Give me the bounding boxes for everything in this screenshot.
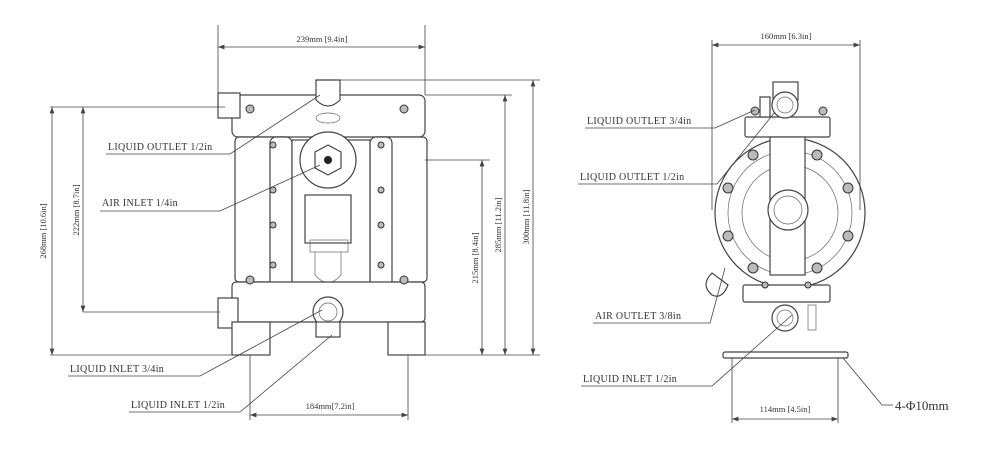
callout-liquid-outlet-3-4: LIQUID OUTLET 3/4in — [587, 116, 691, 127]
front-view: 239mm [9.4in] 268mm [10.6in] 222mm [8.7i… — [38, 25, 540, 420]
dim-width-160: 160mm [6.3in] — [761, 31, 812, 41]
dim-height-268: 268mm [10.6in] — [38, 203, 48, 258]
dim-height-222: 222mm [8.7in] — [71, 184, 81, 235]
side-pump-body — [705, 81, 866, 359]
callout-liquid-inlet-3-4: LIQUID INLET 3/4in — [70, 364, 164, 375]
dim-base-184: 184mm[7.2in] — [306, 401, 355, 411]
callout-liquid-outlet-1-2-side: LIQUID OUTLET 1/2in — [580, 172, 684, 183]
side-dimensions: 160mm [6.3in] 114mm [4.5in] 4-Φ10mm — [711, 31, 949, 423]
side-callouts: LIQUID OUTLET 3/4in LIQUID OUTLET 1/2in … — [578, 109, 793, 387]
front-callouts: LIQUID OUTLET 1/2in AIR INLET 1/4in LIQU… — [68, 94, 333, 413]
dim-width-239: 239mm [9.4in] — [297, 34, 348, 44]
dim-mount-holes: 4-Φ10mm — [895, 398, 949, 413]
dim-height-300: 300mm [11.8in] — [521, 189, 531, 244]
dim-height-285: 285mm [11.2in] — [493, 197, 503, 252]
dim-height-215: 215mm [8.4in] — [470, 232, 480, 283]
dim-base-114: 114mm [4.5in] — [760, 404, 811, 414]
front-pump-body — [217, 79, 428, 356]
callout-liquid-outlet-1-2: LIQUID OUTLET 1/2in — [108, 142, 212, 153]
callout-liquid-inlet-1-2-side: LIQUID INLET 1/2in — [583, 374, 677, 385]
front-dimensions: 239mm [9.4in] 268mm [10.6in] 222mm [8.7i… — [38, 25, 540, 420]
callout-liquid-inlet-1-2: LIQUID INLET 1/2in — [131, 400, 225, 411]
side-view: 160mm [6.3in] 114mm [4.5in] 4-Φ10mm LIQU… — [578, 31, 949, 423]
callout-air-inlet: AIR INLET 1/4in — [102, 198, 178, 209]
callout-air-outlet: AIR OUTLET 3/8in — [595, 311, 681, 322]
